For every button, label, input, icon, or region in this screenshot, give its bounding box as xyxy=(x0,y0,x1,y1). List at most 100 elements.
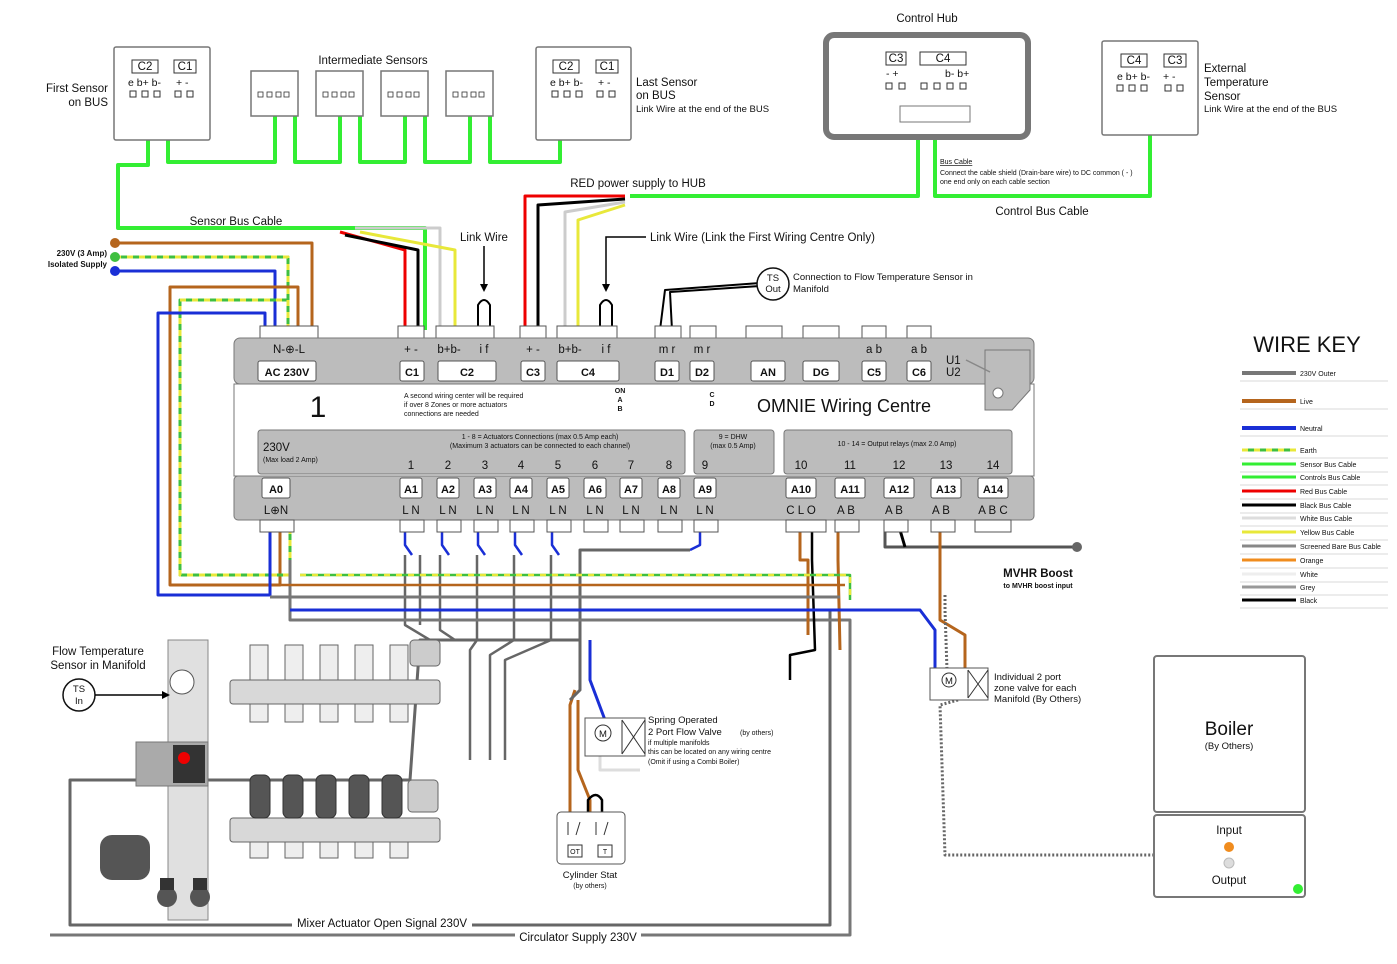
relay-a13: 13 A13 A B xyxy=(930,460,962,517)
channel-a1: 1 A1 L N xyxy=(399,460,423,517)
channel-pins: L N xyxy=(512,505,529,517)
wire-key-row: Earth xyxy=(1240,448,1388,459)
mixer-label: Mixer Actuator Open Signal 230V xyxy=(297,918,467,930)
hub-red-wire xyxy=(523,194,625,330)
ts-out-connection-2: Manifold xyxy=(793,284,829,295)
ext-sensor-label-4: Link Wire at the end of the BUS xyxy=(1204,104,1337,115)
wire-key-row: Grey xyxy=(1240,585,1388,596)
wire-key-row: Red Bus Cable xyxy=(1240,489,1388,500)
channel-num: 8 xyxy=(666,460,672,472)
wire-key-row: Black Bus Cable xyxy=(1240,503,1388,514)
wire-key-row: Sensor Bus Cable xyxy=(1240,462,1388,473)
wc-title: OMNIE Wiring Centre xyxy=(757,396,931,416)
hub-black-wire xyxy=(536,197,626,330)
wc-c6: C6 xyxy=(912,367,926,379)
relay-pins: A B C xyxy=(978,505,1007,517)
channel-label: A4 xyxy=(514,484,529,496)
wc-d: D xyxy=(709,401,714,408)
channel-label: A7 xyxy=(624,484,638,496)
spring-5: (Omit if using a Combi Boiler) xyxy=(648,759,739,766)
sensor-bus-cable-label: Sensor Bus Cable xyxy=(190,216,283,228)
wc-c5: C5 xyxy=(867,367,881,379)
control-bus-cable-label: Control Bus Cable xyxy=(995,206,1088,218)
spring-2: 2 Port Flow Valve xyxy=(648,727,722,738)
channel-pins: L N xyxy=(476,505,493,517)
wc-a0-pins: L⊕N xyxy=(264,505,288,517)
relay-pins: C L O xyxy=(786,505,816,517)
boiler-cable xyxy=(938,698,1200,857)
relay-label: A10 xyxy=(791,484,811,496)
ext-sensor-c4: C4 xyxy=(1127,55,1142,67)
red-power-label: RED power supply to HUB xyxy=(570,178,706,190)
zone-valve-m: M xyxy=(945,676,953,687)
wc-c: C xyxy=(709,392,714,399)
channel-a5: 5 A5 L N xyxy=(546,460,570,517)
hub-c3: C3 xyxy=(889,53,904,65)
cyl-ot: OT xyxy=(570,849,580,856)
relay-label: A14 xyxy=(983,484,1004,496)
a13-orange xyxy=(938,530,967,675)
wc-c2-bb: b+b- xyxy=(437,344,461,356)
spring-4: this can be located on any wiring centre xyxy=(648,749,771,756)
intermediate-sensors-label: Intermediate Sensors xyxy=(318,55,428,67)
wc-number: 1 xyxy=(310,391,327,424)
wc-relay: 10 - 14 = Output relays (max 2.0 Amp) xyxy=(838,441,957,448)
flow-temp-label-2: Sensor in Manifold xyxy=(50,660,145,672)
wire-key-label: White xyxy=(1300,572,1318,579)
ts-in-ts: TS xyxy=(73,684,85,695)
wc-c3: C3 xyxy=(526,367,540,379)
wire-key-label: Red Bus Cable xyxy=(1300,489,1347,496)
spring-blue xyxy=(588,640,607,721)
relay-label: A13 xyxy=(936,484,956,496)
zone-valve-2: zone valve for each xyxy=(994,683,1076,694)
spring-orange-2 xyxy=(576,700,592,820)
a10-live-2 xyxy=(836,530,842,651)
a10-black xyxy=(788,530,817,680)
link-wire-label: Link Wire xyxy=(460,232,508,244)
ts-out-ts: TS xyxy=(767,273,779,284)
wc-u2: U2 xyxy=(946,367,961,379)
ext-sensor-label-1: External xyxy=(1204,63,1246,75)
supply-live-dot xyxy=(110,238,120,248)
relay-num: 10 xyxy=(795,460,808,472)
wire-key: WIRE KEY 230V OuterLiveNeutralEarthSenso… xyxy=(1240,332,1388,609)
ac-neutral-loop xyxy=(156,311,272,597)
wc-d1: D1 xyxy=(660,367,674,379)
hub-white-wire xyxy=(563,200,626,330)
first-sensor: C2 C1 e b+ b- + - xyxy=(113,46,211,141)
boiler: Boiler (By Others) Input Output xyxy=(1153,655,1306,898)
wire-key-label: Screened Bare Bus Cable xyxy=(1300,544,1381,551)
spring-valve: M xyxy=(584,717,646,757)
c2-yellow-wire xyxy=(359,230,457,330)
relay-a14: 14 A14 A B C xyxy=(977,460,1009,517)
channel-pins: L N xyxy=(549,505,566,517)
wc-c3-pins: + - xyxy=(526,344,540,356)
channel-label: A5 xyxy=(551,484,565,496)
wc-ac-label: AC 230V xyxy=(265,367,310,379)
zone-valve-3: Manifold (By Others) xyxy=(994,694,1081,705)
channel-a6: 6 A6 L N xyxy=(583,460,607,517)
link-wire-first-label: Link Wire (Link the First Wiring Centre … xyxy=(650,232,875,244)
wc-a: A xyxy=(617,397,622,404)
wire-key-label: Live xyxy=(1300,399,1313,406)
supply-earth-dot xyxy=(110,252,120,262)
channel-a2: 2 A2 L N xyxy=(436,460,460,517)
first-sensor-label-2: on BUS xyxy=(68,97,108,109)
wc-c5-pins: a b xyxy=(866,344,882,356)
supply-earth-yellow xyxy=(115,255,290,330)
channel-pins: L N xyxy=(696,505,713,517)
boiler-by: (By Others) xyxy=(1205,741,1254,752)
channel-label: A9 xyxy=(698,484,712,496)
first-sensor-c2: C2 xyxy=(138,61,153,73)
relay-num: 11 xyxy=(844,460,856,472)
ext-sensor-c3: C3 xyxy=(1168,55,1183,67)
wc-ac-term: N-⊕-L xyxy=(273,344,306,356)
channel-label: A2 xyxy=(441,484,455,496)
cyl-label-1: Cylinder Stat xyxy=(563,870,618,881)
channel-label: A8 xyxy=(662,484,676,496)
wire-key-row: Neutral xyxy=(1240,426,1388,437)
last-sensor-label-1: Last Sensor xyxy=(636,77,698,89)
last-sensor-label-3: Link Wire at the end of the BUS xyxy=(636,104,769,115)
